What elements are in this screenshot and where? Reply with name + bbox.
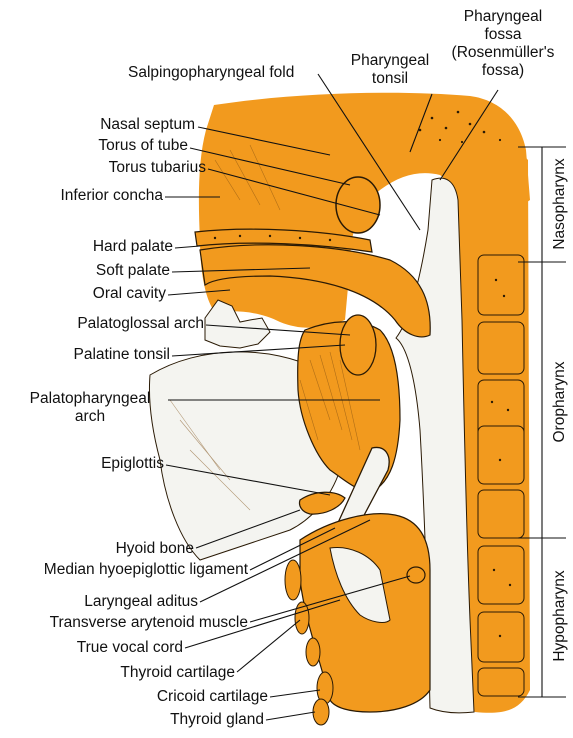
label-palatopharyngeal-arch-line-1: Palatopharyngeal xyxy=(15,390,165,408)
label-hard-palate: Hard palate xyxy=(93,238,173,256)
label-palatine-tonsil: Palatine tonsil xyxy=(73,346,170,364)
label-pharyngeal-tonsil: Pharyngeal tonsil xyxy=(340,52,440,88)
label-oral-cavity: Oral cavity xyxy=(93,285,166,303)
region-oropharynx: Oropharynx xyxy=(551,342,569,462)
label-hyoid-bone: Hyoid bone xyxy=(116,540,194,558)
label-pharyngeal-tonsil-line-2: tonsil xyxy=(340,70,440,88)
label-pharyngeal-fossa: Pharyngeal fossa (Rosenmüller's fossa) xyxy=(438,8,568,80)
label-median-hyoepiglottic-ligament: Median hyoepiglottic ligament xyxy=(44,561,248,579)
label-thyroid-gland: Thyroid gland xyxy=(170,711,264,729)
label-true-vocal-cord: True vocal cord xyxy=(77,639,183,657)
palatine-tonsil-shape xyxy=(340,315,376,375)
leader-cricoid-cartilage xyxy=(270,690,320,697)
label-torus-of-tube: Torus of tube xyxy=(98,137,188,155)
region-hypopharynx: Hypopharynx xyxy=(551,556,569,676)
label-cricoid-cartilage: Cricoid cartilage xyxy=(157,688,268,706)
label-palatopharyngeal-arch: Palatopharyngeal arch xyxy=(15,390,165,426)
leader-hard-palate xyxy=(175,246,200,248)
label-soft-palate: Soft palate xyxy=(96,262,170,280)
label-pharyngeal-tonsil-line-1: Pharyngeal xyxy=(340,52,440,70)
arytenoid-shape xyxy=(407,567,425,583)
region-nasopharynx: Nasopharynx xyxy=(551,144,569,264)
label-epiglottis: Epiglottis xyxy=(101,455,164,473)
label-laryngeal-aditus: Laryngeal aditus xyxy=(84,593,198,611)
label-pharyngeal-fossa-line-2: fossa xyxy=(438,26,568,44)
label-torus-tubarius: Torus tubarius xyxy=(109,159,206,177)
label-pharyngeal-fossa-line-1: Pharyngeal xyxy=(438,8,568,26)
label-pharyngeal-fossa-line-3: (Rosenmüller's xyxy=(438,44,568,62)
label-salpingopharyngeal-fold: Salpingopharyngeal fold xyxy=(128,64,294,82)
label-palatopharyngeal-arch-line-2: arch xyxy=(15,408,165,426)
label-thyroid-cartilage: Thyroid cartilage xyxy=(120,664,235,682)
label-palatoglossal-arch: Palatoglossal arch xyxy=(77,315,204,333)
label-nasal-septum: Nasal septum xyxy=(100,116,195,134)
leader-thyroid-gland xyxy=(266,712,315,720)
label-inferior-concha: Inferior concha xyxy=(60,187,163,205)
label-transverse-arytenoid-muscle: Transverse arytenoid muscle xyxy=(50,614,248,632)
label-pharyngeal-fossa-line-4: fossa) xyxy=(438,62,568,80)
